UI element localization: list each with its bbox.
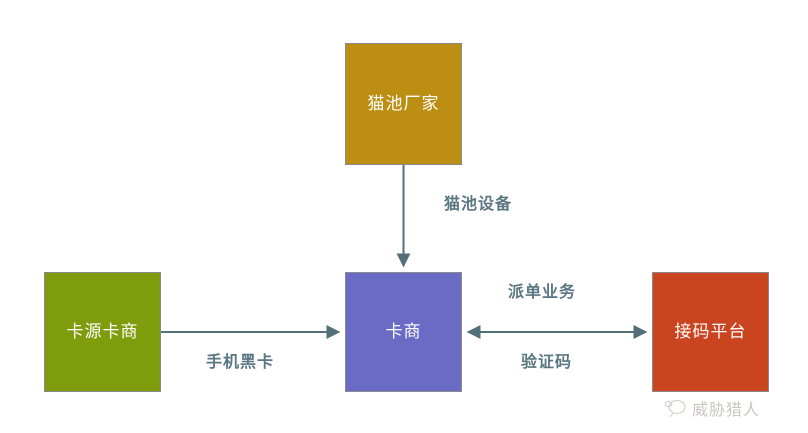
edge-label-yanzhengma: 验证码 <box>521 354 573 371</box>
watermark: 威胁猎人 <box>664 396 760 420</box>
node-label: 卡源卡商 <box>66 321 139 341</box>
edge-label-shouji-heika: 手机黑卡 <box>206 354 275 371</box>
node-jiema-pingtai[interactable]: 接码平台 <box>652 272 769 392</box>
edge-label-paidan-yewu: 派单业务 <box>508 284 577 301</box>
node-label: 接码平台 <box>674 321 747 341</box>
node-kashang[interactable]: 卡商 <box>345 272 462 392</box>
node-maochi-changjia[interactable]: 猫池厂家 <box>345 43 462 165</box>
node-kayuan-kashang[interactable]: 卡源卡商 <box>44 272 161 392</box>
edge-label-maochi-shebei: 猫池设备 <box>444 196 513 213</box>
node-label: 卡商 <box>385 321 422 341</box>
watermark-text: 威胁猎人 <box>692 402 761 419</box>
speech-bubble-icon <box>664 399 686 418</box>
node-label: 猫池厂家 <box>367 93 440 113</box>
